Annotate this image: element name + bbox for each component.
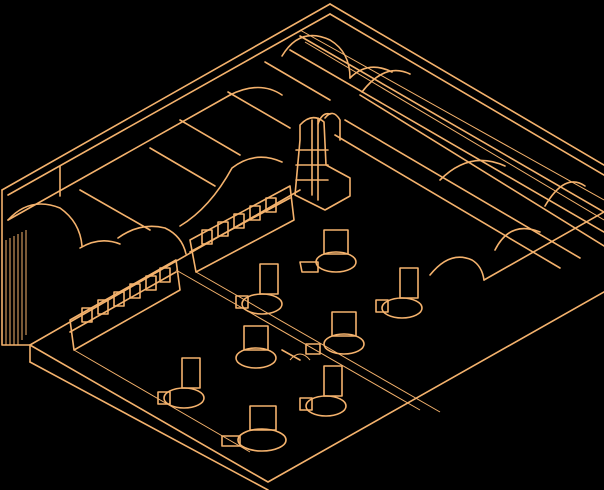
rack-upper	[189, 185, 295, 273]
robot-cell-1	[299, 229, 357, 273]
robot-cell-2	[235, 263, 283, 315]
ceiling-light-strips	[79, 61, 331, 231]
tower-structure	[294, 112, 351, 211]
rack-upper-cells	[201, 197, 277, 245]
rack-middle	[69, 259, 181, 351]
floor-outline	[29, 291, 604, 490]
robot-cell-4	[305, 311, 365, 355]
wall-hatching	[5, 230, 27, 345]
robot-cell-5	[235, 325, 301, 369]
floor-guides	[73, 269, 441, 453]
robot-cell-7	[299, 365, 347, 417]
robot-cell-3	[375, 267, 423, 319]
robot-cell-8	[221, 405, 287, 452]
rack-middle-cells	[81, 267, 171, 323]
robot-cell-6	[157, 357, 205, 409]
wave-roof-right	[281, 13, 604, 281]
back-wall	[1, 3, 604, 346]
